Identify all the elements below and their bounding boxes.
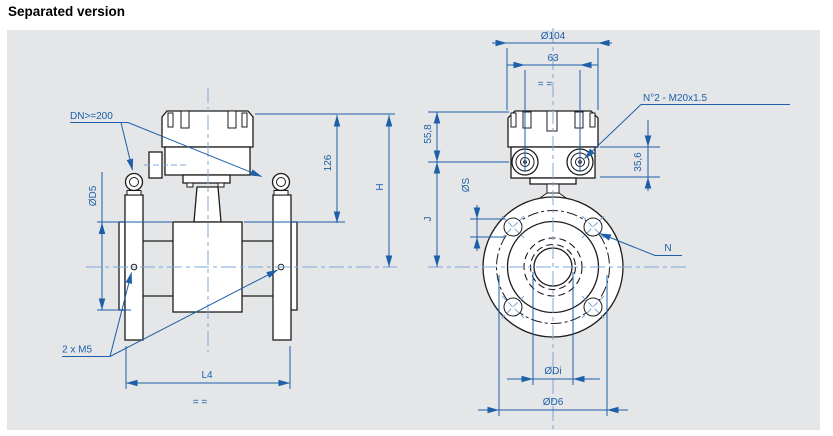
dim-label-s: ØS (461, 177, 472, 192)
dim-label-104: Ø104 (541, 31, 566, 42)
left-eyebolt (124, 172, 144, 196)
dim-label-d6: ØD6 (543, 397, 564, 408)
dim-label-d5: ØD5 (88, 185, 99, 206)
centerlines (86, 28, 688, 432)
bolt-hole (583, 217, 603, 237)
dim-label-63: 63 (547, 53, 559, 64)
m5-note-label: 2 x M5 (62, 345, 92, 356)
symmetry-mark-front: = = (538, 79, 553, 90)
dim-label-j: J (423, 217, 434, 222)
page-title: Separated version (8, 4, 125, 19)
dim-label-126: 126 (323, 154, 334, 171)
bolt-hole (503, 297, 523, 317)
dim-label-n: N (664, 243, 671, 254)
dn-note-label: DN>=200 (70, 111, 113, 122)
symmetry-mark-side: = = (193, 397, 208, 408)
bolt-hole-centermarks (501, 215, 605, 319)
bolt-hole (503, 217, 523, 237)
bolt-hole (583, 297, 603, 317)
side-view-dimensions: DN>=200 ØD5 2 x M5 L4 = = 126 H (62, 111, 395, 408)
dim-label-di: ØDi (544, 366, 561, 377)
dim-label-l4: L4 (201, 370, 213, 381)
dim-label-55-8: 55,8 (423, 124, 434, 144)
right-eyebolt (271, 172, 291, 196)
dim-label-35-6: 35,6 (633, 152, 644, 172)
gland-note-label: N°2 - M20x1.5 (643, 93, 707, 104)
front-view-dimensions: Ø104 63 = = N°2 - M20x1.5 55,8 J 35,6 (423, 31, 790, 416)
dim-label-h: H (375, 183, 386, 190)
